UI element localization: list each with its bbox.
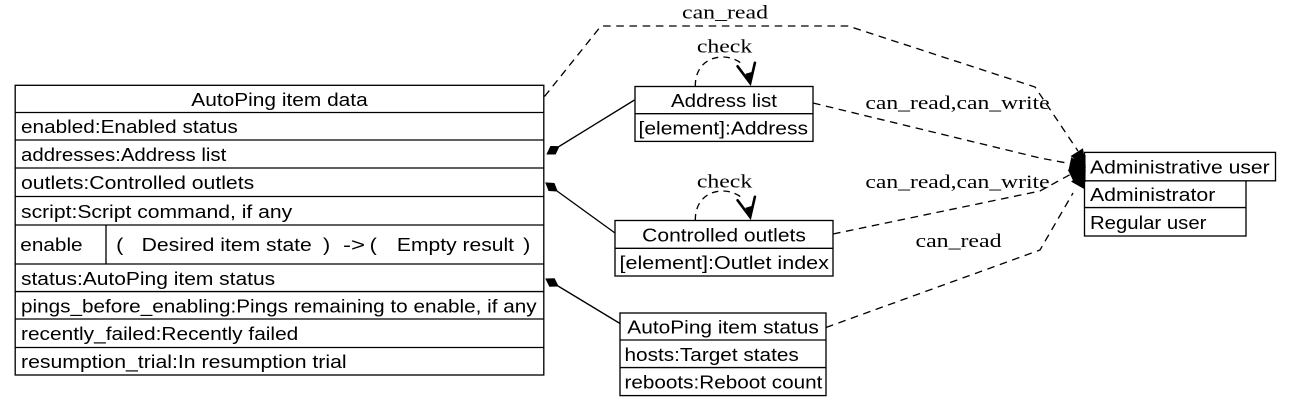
svg-text:can_read: can_read bbox=[682, 3, 769, 24]
svg-text:[element]:Outlet index: [element]:Outlet index bbox=[620, 252, 830, 273]
svg-text:reboots:Reboot count: reboots:Reboot count bbox=[625, 372, 824, 393]
svg-text:): ) bbox=[323, 234, 330, 255]
svg-text:check: check bbox=[697, 172, 753, 193]
svg-text:can_read,can_write: can_read,can_write bbox=[865, 172, 1049, 193]
svg-text:[element]:Address: [element]:Address bbox=[639, 118, 809, 139]
svg-text:recently_failed:Recently faile: recently_failed:Recently failed bbox=[21, 323, 298, 345]
svg-text:Empty result: Empty result bbox=[397, 234, 515, 255]
svg-text:can_read: can_read bbox=[916, 231, 1003, 252]
svg-text:Address list: Address list bbox=[671, 90, 778, 111]
svg-text:Desired item state: Desired item state bbox=[142, 234, 312, 255]
svg-text:outlets:Controlled outlets: outlets:Controlled outlets bbox=[21, 172, 254, 193]
svg-text:addresses:Address list: addresses:Address list bbox=[21, 144, 227, 165]
svg-text:check: check bbox=[697, 37, 753, 58]
svg-text:status:AutoPing item status: status:AutoPing item status bbox=[21, 268, 275, 289]
svg-text:AutoPing item status: AutoPing item status bbox=[627, 317, 819, 338]
svg-text:(: ( bbox=[370, 234, 378, 255]
svg-text:enable: enable bbox=[20, 234, 82, 255]
svg-text:(: ( bbox=[116, 234, 124, 255]
svg-text:Regular user: Regular user bbox=[1090, 212, 1206, 233]
svg-text:resumption_trial:In resumption: resumption_trial:In resumption trial bbox=[21, 351, 347, 373]
svg-text:Administrator: Administrator bbox=[1090, 184, 1215, 205]
svg-text:pings_before_enabling:Pings re: pings_before_enabling:Pings remaining to… bbox=[21, 295, 537, 317]
svg-text:->: -> bbox=[343, 234, 365, 255]
svg-text:Controlled outlets: Controlled outlets bbox=[642, 224, 806, 245]
svg-text:can_read,can_write: can_read,can_write bbox=[865, 93, 1049, 114]
svg-text:AutoPing item data: AutoPing item data bbox=[191, 89, 368, 110]
svg-text:Administrative user: Administrative user bbox=[1090, 157, 1270, 178]
svg-text:enabled:Enabled status: enabled:Enabled status bbox=[21, 116, 238, 137]
svg-text:): ) bbox=[523, 234, 530, 255]
svg-text:hosts:Target states: hosts:Target states bbox=[625, 344, 799, 365]
svg-text:script:Script command, if any: script:Script command, if any bbox=[21, 201, 293, 222]
